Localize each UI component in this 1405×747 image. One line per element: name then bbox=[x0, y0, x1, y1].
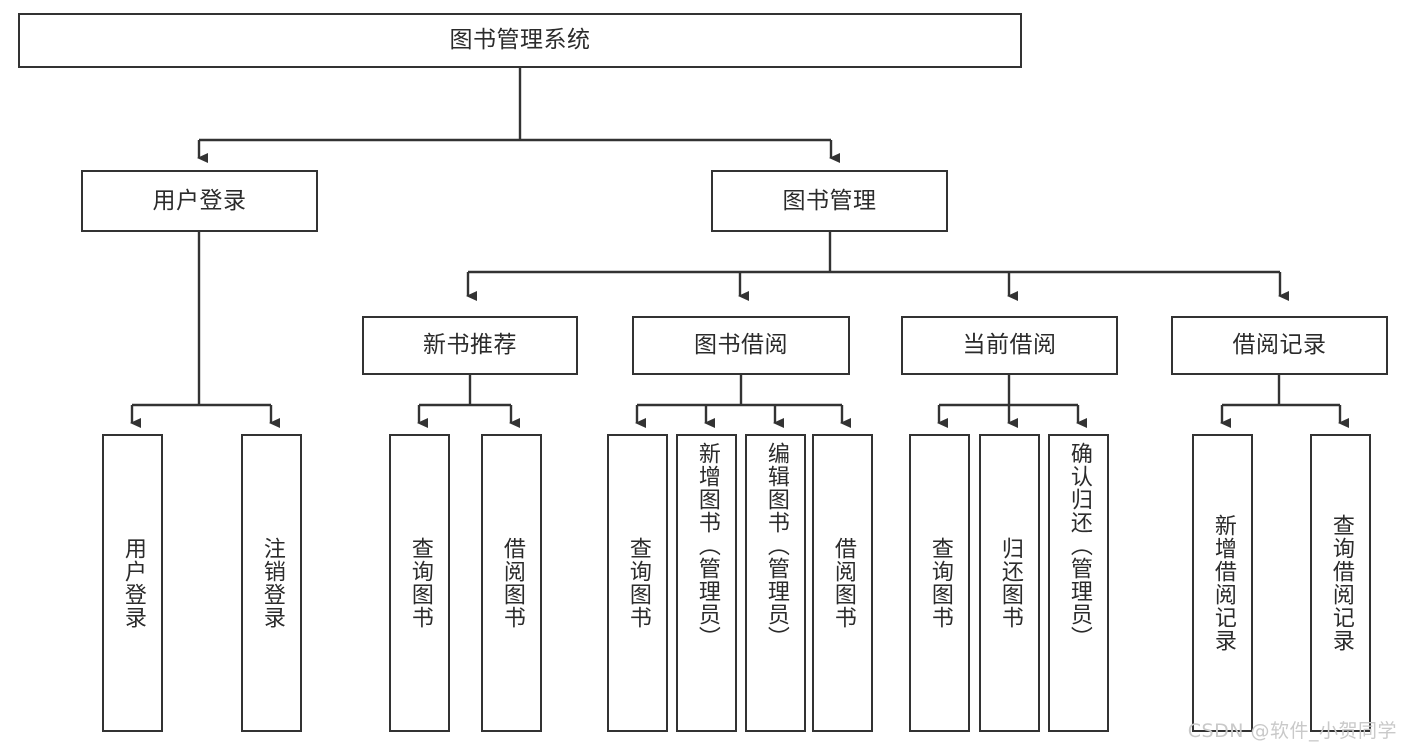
leaf-label: 查询图书 bbox=[927, 537, 953, 629]
leaf-label: 新增借阅记录 bbox=[1210, 514, 1236, 652]
leaf-book-borrow-borrow[interactable]: 借阅图书 bbox=[812, 434, 873, 732]
node-current-borrow[interactable]: 当前借阅 bbox=[901, 316, 1118, 375]
node-book-management-label: 图书管理 bbox=[782, 187, 877, 214]
node-user-login-label: 用户登录 bbox=[152, 187, 247, 214]
node-book-borrow[interactable]: 图书借阅 bbox=[632, 316, 850, 375]
leaf-label: 查询图书 bbox=[625, 537, 651, 629]
leaf-book-borrow-add[interactable]: 新增图书（管理员） bbox=[676, 434, 737, 732]
leaf-inner: 新增图书（管理员） bbox=[678, 436, 735, 736]
node-borrow-record[interactable]: 借阅记录 bbox=[1171, 316, 1388, 375]
leaf-label: 查询图书 bbox=[407, 537, 433, 629]
leaf-label: 新增图书（管理员） bbox=[694, 442, 720, 649]
leaf-inner: 编辑图书（管理员） bbox=[747, 436, 804, 736]
leaf-current-borrow-return[interactable]: 归还图书 bbox=[979, 434, 1040, 732]
leaf-label: 查询借阅记录 bbox=[1328, 514, 1354, 652]
leaf-new-book-borrow[interactable]: 借阅图书 bbox=[481, 434, 542, 732]
leaf-current-borrow-confirm[interactable]: 确认归还（管理员） bbox=[1048, 434, 1109, 732]
leaf-label: 注销登录 bbox=[259, 537, 285, 629]
leaf-label: 归还图书 bbox=[997, 537, 1023, 629]
leaf-label: 编辑图书（管理员） bbox=[763, 442, 789, 649]
leaf-user-login-login[interactable]: 用户登录 bbox=[102, 434, 163, 732]
leaf-inner: 用户登录 bbox=[104, 436, 161, 730]
leaf-inner: 借阅图书 bbox=[814, 436, 871, 730]
leaf-new-book-query[interactable]: 查询图书 bbox=[389, 434, 450, 732]
node-user-login[interactable]: 用户登录 bbox=[81, 170, 318, 232]
leaf-label: 借阅图书 bbox=[830, 537, 856, 629]
leaf-inner: 注销登录 bbox=[243, 436, 300, 730]
node-root-label: 图书管理系统 bbox=[449, 27, 591, 54]
leaf-inner: 查询借阅记录 bbox=[1312, 436, 1369, 730]
leaf-inner: 归还图书 bbox=[981, 436, 1038, 730]
leaf-label: 确认归还（管理员） bbox=[1066, 442, 1092, 649]
leaf-label: 借阅图书 bbox=[499, 537, 525, 629]
leaf-current-borrow-query[interactable]: 查询图书 bbox=[909, 434, 970, 732]
node-book-management[interactable]: 图书管理 bbox=[711, 170, 948, 232]
node-current-borrow-label: 当前借阅 bbox=[962, 332, 1057, 359]
leaf-user-login-logout[interactable]: 注销登录 bbox=[241, 434, 302, 732]
node-new-book-recommend-label: 新书推荐 bbox=[423, 332, 517, 359]
csdn-watermark: CSDN @软件_小贺同学 bbox=[1187, 720, 1397, 742]
node-root-system[interactable]: 图书管理系统 bbox=[18, 13, 1022, 68]
node-book-borrow-label: 图书借阅 bbox=[694, 332, 788, 359]
leaf-inner: 借阅图书 bbox=[483, 436, 540, 730]
leaf-inner: 确认归还（管理员） bbox=[1050, 436, 1107, 736]
leaf-inner: 新增借阅记录 bbox=[1194, 436, 1251, 730]
node-new-book-recommend[interactable]: 新书推荐 bbox=[362, 316, 578, 375]
leaf-inner: 查询图书 bbox=[911, 436, 968, 730]
leaf-inner: 查询图书 bbox=[391, 436, 448, 730]
leaf-book-borrow-query[interactable]: 查询图书 bbox=[607, 434, 668, 732]
leaf-book-borrow-edit[interactable]: 编辑图书（管理员） bbox=[745, 434, 806, 732]
leaf-inner: 查询图书 bbox=[609, 436, 666, 730]
leaf-borrow-record-query[interactable]: 查询借阅记录 bbox=[1310, 434, 1371, 732]
node-borrow-record-label: 借阅记录 bbox=[1232, 332, 1327, 359]
leaf-label: 用户登录 bbox=[120, 537, 146, 629]
leaf-borrow-record-add[interactable]: 新增借阅记录 bbox=[1192, 434, 1253, 732]
